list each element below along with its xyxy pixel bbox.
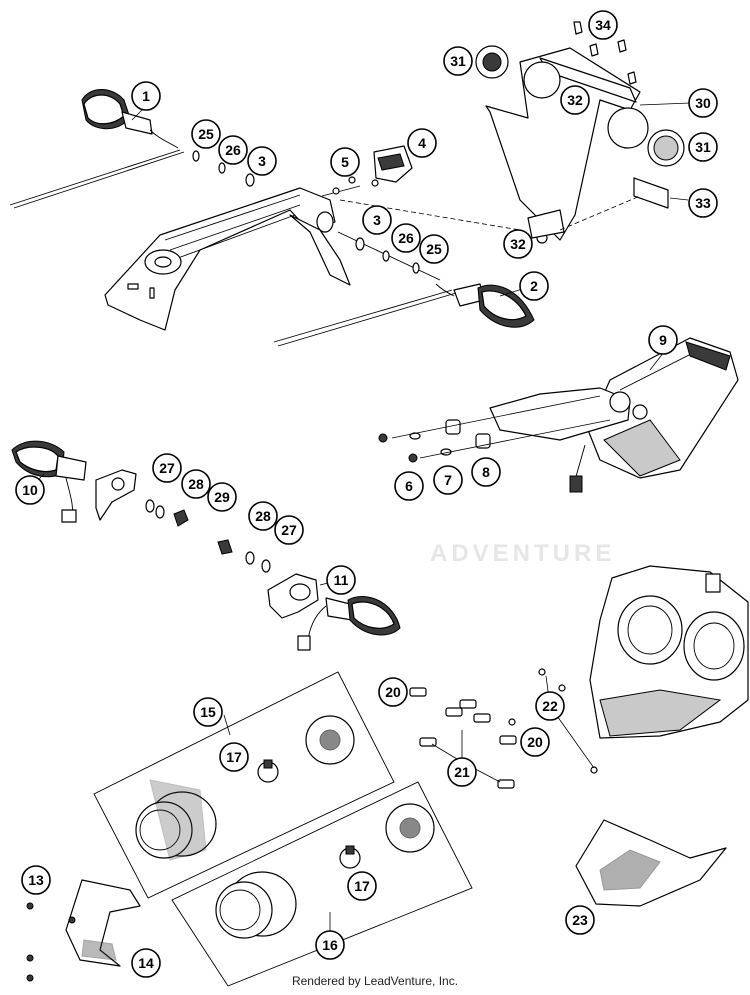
svg-text:3: 3	[373, 212, 381, 228]
license-plate-bracket	[104, 187, 441, 331]
callout-34: 34	[588, 10, 618, 40]
callout-30: 30	[688, 88, 718, 118]
svg-text:15: 15	[200, 704, 216, 720]
headlight-cover	[575, 819, 727, 907]
front-turn-signal-right	[217, 539, 401, 651]
svg-text:20: 20	[527, 734, 543, 750]
svg-text:13: 13	[28, 872, 44, 888]
svg-text:17: 17	[226, 749, 242, 765]
svg-text:22: 22	[542, 698, 558, 714]
callout-27b: 27	[274, 515, 304, 545]
svg-text:28: 28	[188, 476, 204, 492]
svg-text:23: 23	[572, 912, 588, 928]
callout-26b: 26	[391, 223, 421, 253]
tail-light-assembly	[378, 337, 739, 493]
svg-text:32: 32	[567, 92, 583, 108]
callout-8: 8	[471, 457, 501, 487]
svg-text:4: 4	[418, 135, 426, 151]
callout-5: 5	[330, 147, 360, 177]
svg-text:5: 5	[341, 154, 349, 170]
callout-1: 1	[131, 81, 161, 111]
callout-25a: 25	[191, 119, 221, 149]
callout-31a: 31	[443, 46, 473, 76]
front-turn-signal-left	[11, 440, 189, 527]
callout-11: 11	[326, 565, 356, 595]
callout-32a: 32	[560, 85, 590, 115]
callout-31b: 31	[688, 132, 718, 162]
callout-26a: 26	[218, 135, 248, 165]
callout-6: 6	[394, 471, 424, 501]
svg-text:26: 26	[398, 230, 414, 246]
callout-33: 33	[688, 188, 718, 218]
svg-text:32: 32	[510, 236, 526, 252]
callout-20a: 20	[378, 677, 408, 707]
callout-27a: 27	[152, 453, 182, 483]
svg-text:3: 3	[258, 153, 266, 169]
rear-turn-signal-right	[273, 283, 535, 347]
callout-20b: 20	[520, 727, 550, 757]
callout-25b: 25	[419, 234, 449, 264]
svg-text:11: 11	[334, 572, 349, 588]
svg-text:20: 20	[385, 684, 401, 700]
svg-text:8: 8	[482, 464, 490, 480]
callout-15: 15	[193, 697, 223, 727]
footer-credit: Rendered by LeadVenture, Inc.	[291, 974, 459, 988]
svg-text:31: 31	[450, 53, 466, 69]
headlight-15	[93, 671, 395, 899]
svg-text:14: 14	[138, 955, 154, 971]
svg-text:26: 26	[225, 142, 241, 158]
svg-text:2: 2	[530, 278, 538, 294]
callout-32b: 32	[503, 229, 533, 259]
svg-text:27: 27	[159, 460, 175, 476]
callout-2: 2	[519, 271, 549, 301]
callout-3b: 3	[362, 205, 392, 235]
callout-7: 7	[433, 465, 463, 495]
svg-text:1: 1	[142, 88, 150, 104]
svg-text:25: 25	[426, 241, 442, 257]
washer-stack-top	[192, 150, 255, 187]
callout-17a: 17	[219, 742, 249, 772]
svg-text:9: 9	[659, 332, 667, 348]
svg-text:21: 21	[454, 764, 470, 780]
svg-text:27: 27	[281, 522, 297, 538]
callout-10: 10	[15, 475, 45, 505]
svg-text:16: 16	[322, 937, 338, 953]
callout-29: 29	[207, 482, 237, 512]
callout-14: 14	[131, 948, 161, 978]
callout-28b: 28	[248, 501, 278, 531]
headlight-bracket	[26, 879, 141, 982]
rear-turn-signal-left	[9, 89, 185, 209]
callout-3a: 3	[247, 146, 277, 176]
callout-23: 23	[565, 905, 595, 935]
svg-text:10: 10	[22, 482, 38, 498]
callout-9: 9	[648, 325, 678, 355]
svg-text:6: 6	[405, 478, 413, 494]
callout-16: 16	[315, 930, 345, 960]
callout-4: 4	[407, 128, 437, 158]
mounting-bolts	[409, 668, 598, 789]
svg-text:17: 17	[354, 878, 370, 894]
svg-text:28: 28	[255, 508, 271, 524]
washer-stack-middle	[355, 237, 420, 274]
headlight-mask-frame	[589, 565, 749, 739]
plate-light	[321, 145, 413, 197]
callout-21: 21	[447, 757, 477, 787]
svg-text:30: 30	[695, 95, 711, 111]
svg-text:7: 7	[444, 472, 452, 488]
svg-text:34: 34	[595, 17, 611, 33]
svg-text:31: 31	[695, 139, 711, 155]
callout-28a: 28	[181, 469, 211, 499]
svg-text:29: 29	[214, 489, 230, 505]
svg-text:25: 25	[198, 126, 214, 142]
watermark-text: ADVENTURE	[430, 540, 616, 567]
callout-17b: 17	[347, 871, 377, 901]
callout-22: 22	[535, 691, 565, 721]
headlight-16	[171, 781, 473, 987]
callout-13: 13	[21, 865, 51, 895]
plate-holder-assembly	[339, 21, 685, 244]
svg-text:33: 33	[695, 195, 711, 211]
